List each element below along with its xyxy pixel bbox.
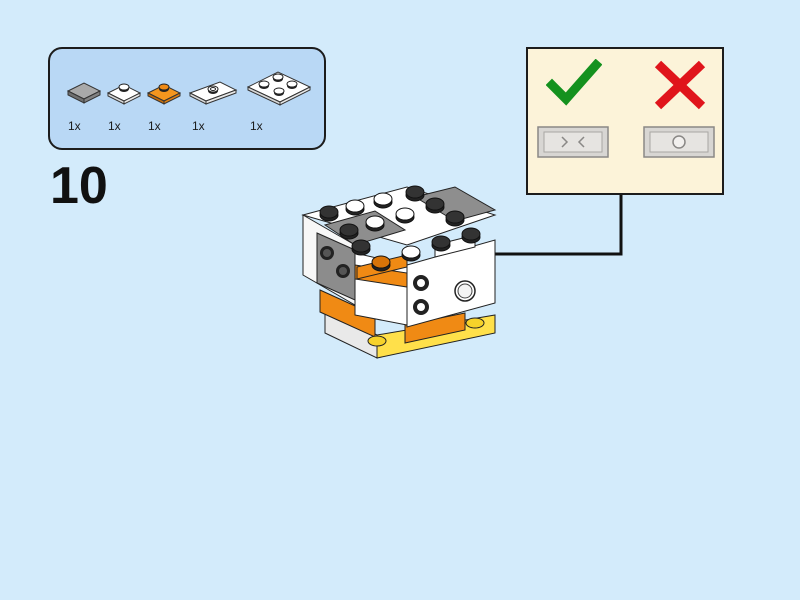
- parts-list-panel: 1x 1x 1x 1x 1x: [48, 47, 326, 150]
- correct-tile-icon: [537, 126, 609, 158]
- gray-tile-part-icon: [66, 82, 102, 104]
- part-quantity: 1x: [108, 119, 121, 133]
- white-2x2-plate-part-icon: [246, 71, 312, 106]
- checkmark-icon: [546, 59, 602, 106]
- part-quantity: 1x: [192, 119, 205, 133]
- orange-plate-part-icon: [146, 83, 182, 105]
- wrong-tile-icon: [643, 126, 715, 158]
- white-plate-part-icon: [106, 83, 142, 105]
- callout-box: [526, 47, 724, 195]
- part-quantity: 1x: [250, 119, 263, 133]
- model-assembly: [301, 185, 497, 359]
- cross-icon: [654, 60, 706, 110]
- part-quantity: 1x: [148, 119, 161, 133]
- jumper-plate-part-icon: [188, 81, 238, 105]
- step-number: 10: [50, 157, 108, 215]
- part-quantity: 1x: [68, 119, 81, 133]
